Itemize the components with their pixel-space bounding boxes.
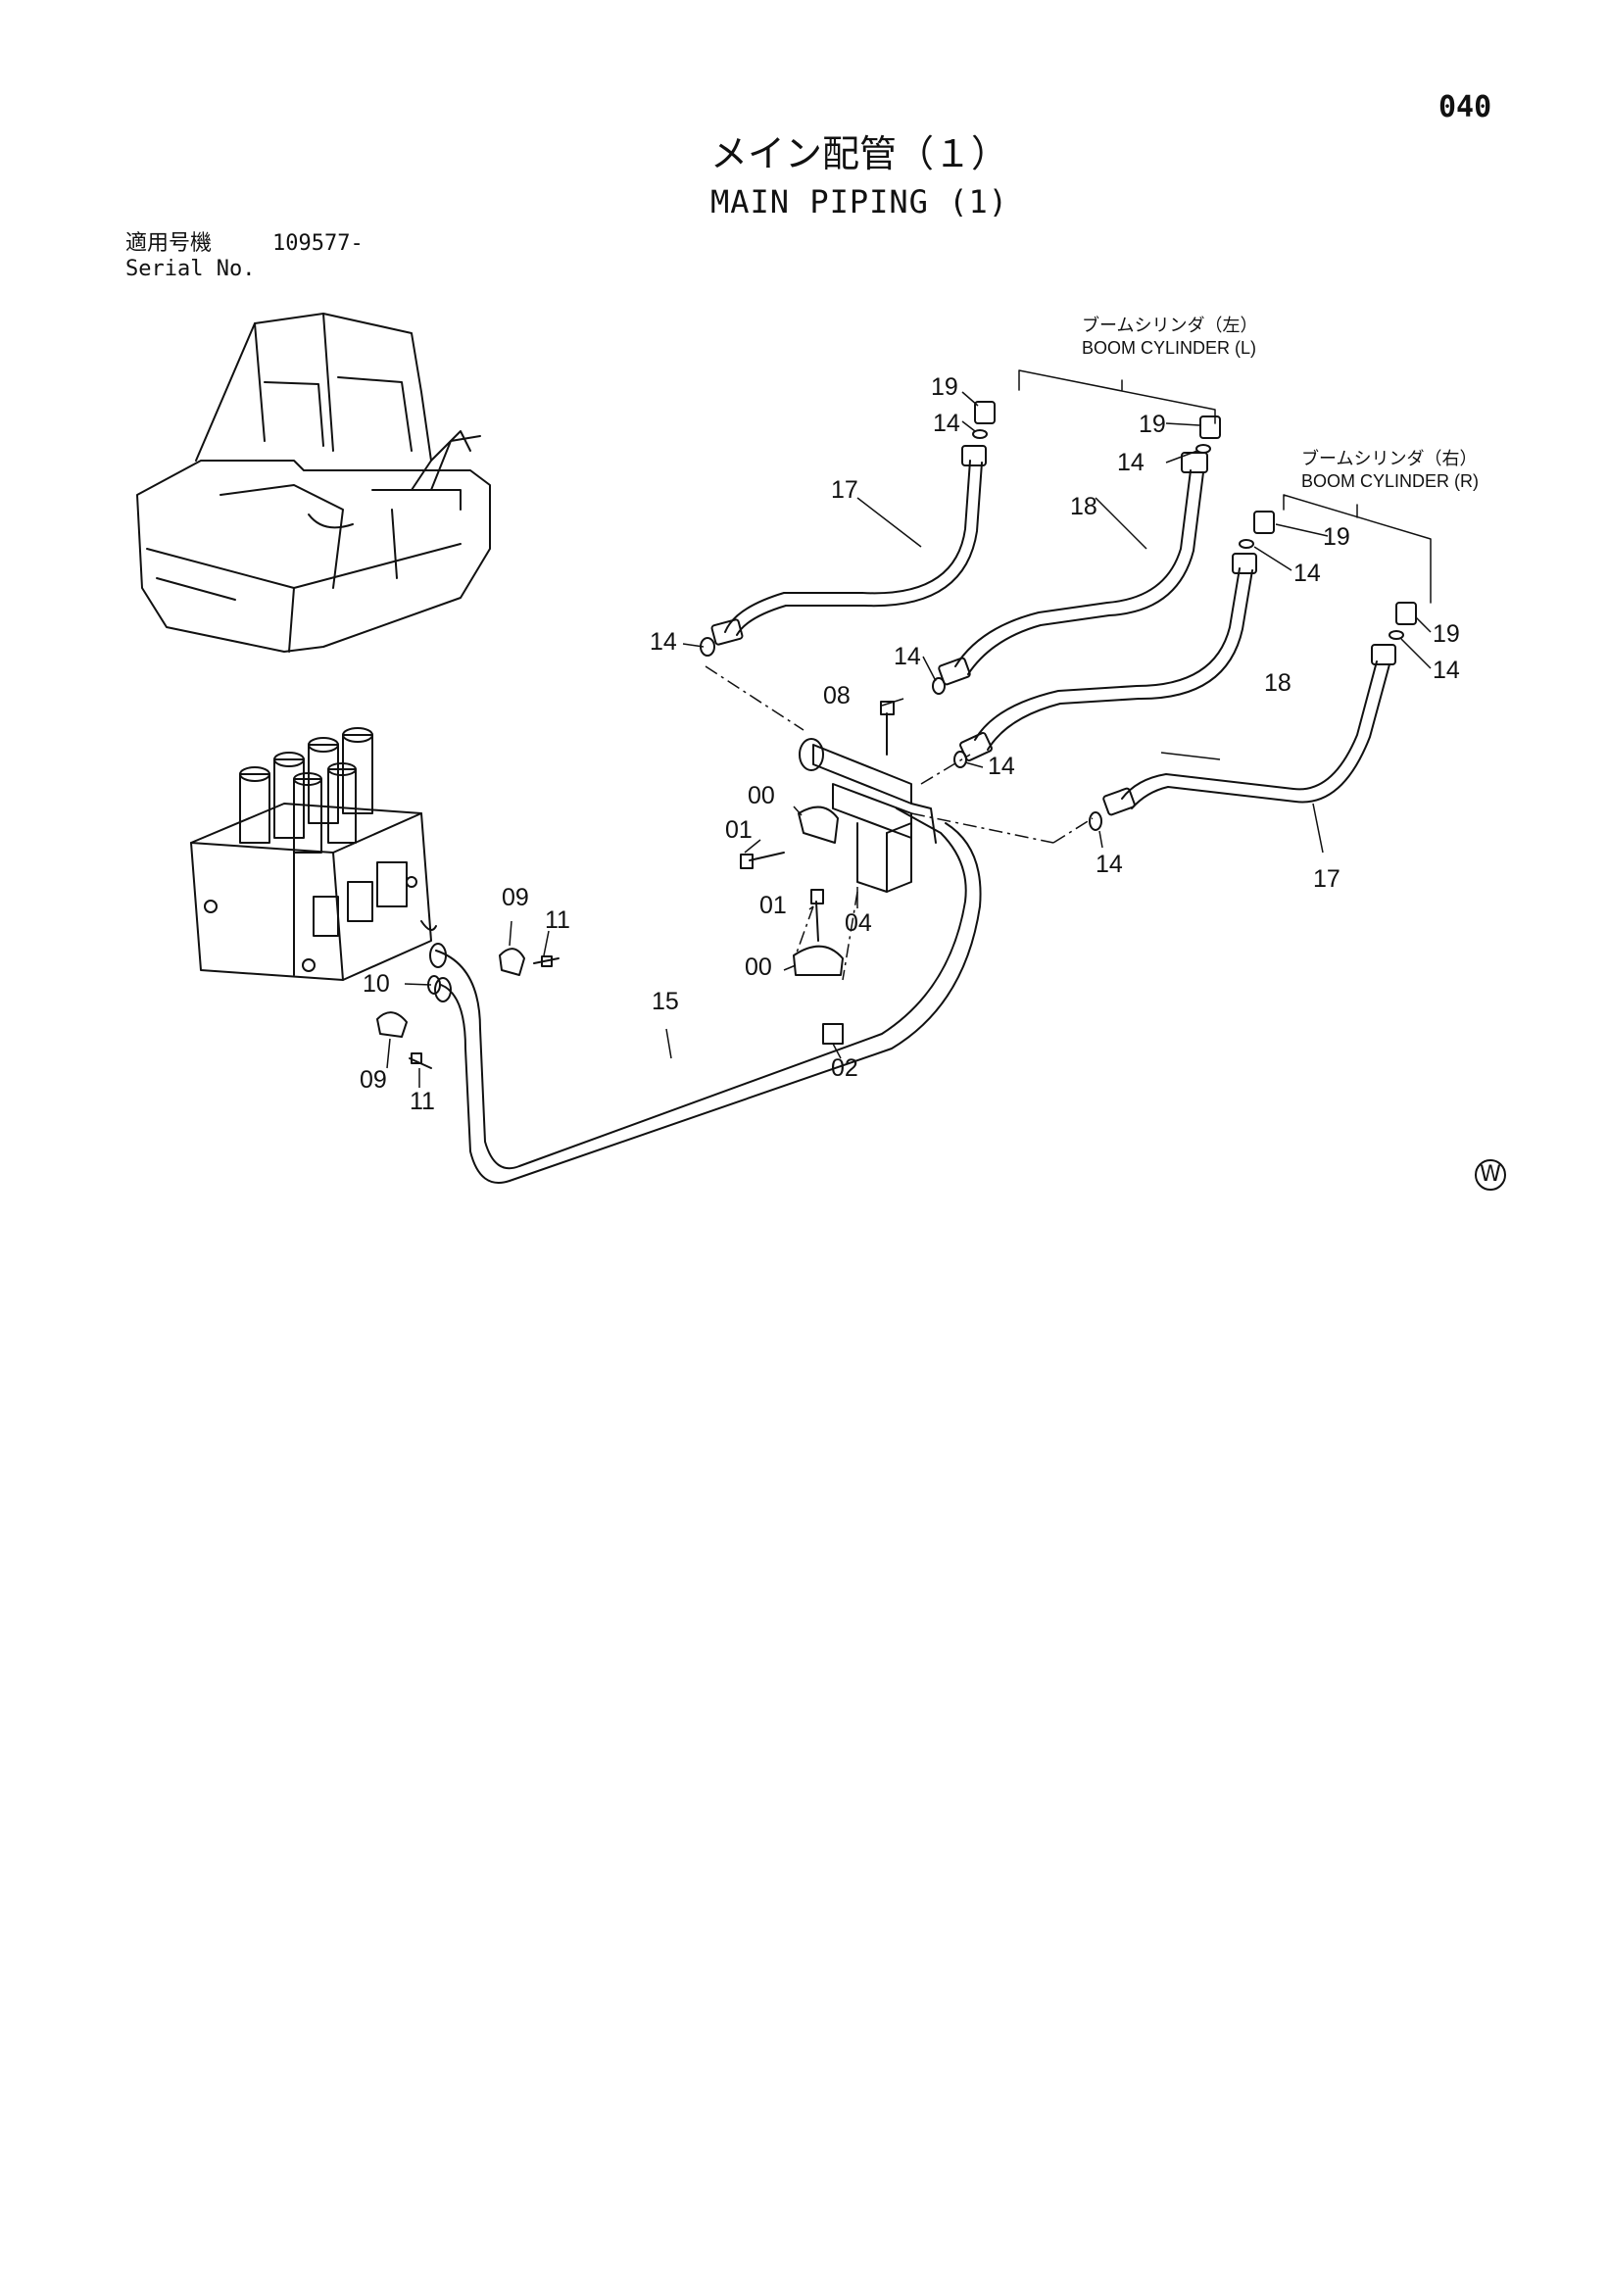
boom-cylinder-left-en: BOOM CYLINDER (L) xyxy=(1082,338,1257,358)
bolt-11-lower xyxy=(409,1052,432,1069)
adapter-19-l2 xyxy=(1199,415,1221,439)
part-label-14: 14 xyxy=(1096,851,1123,878)
boom-cylinder-right-en: BOOM CYLINDER (R) xyxy=(1301,471,1480,491)
part-label-14: 14 xyxy=(933,410,960,437)
boom-cylinder-right-jp: ブームシリンダ（右） xyxy=(1301,449,1478,468)
manifold-block-04 xyxy=(799,738,937,893)
fitting-17-left-top xyxy=(961,445,987,466)
boom-cylinder-left-jp: ブームシリンダ（左） xyxy=(1082,316,1258,335)
part-label-10: 10 xyxy=(363,970,390,998)
clamp-09-lower xyxy=(376,1011,408,1038)
fitting-18-left-bottom xyxy=(938,657,971,686)
part-label-00: 00 xyxy=(748,782,775,809)
adapter-19-r2 xyxy=(1395,602,1417,625)
adapter-19-r1 xyxy=(1253,511,1275,534)
control-valve-illustration xyxy=(190,727,437,981)
clamp-00-lower xyxy=(793,945,844,976)
part-label-00: 00 xyxy=(745,953,772,981)
part-label-14: 14 xyxy=(1433,657,1460,684)
title-english: MAIN PIPING (1) xyxy=(710,183,1008,220)
fitting-18-right-top xyxy=(1232,553,1257,574)
hose-17-left xyxy=(724,460,983,636)
fitting-17-right-bottom xyxy=(1102,787,1136,816)
excavator-overview-illustration xyxy=(136,313,491,653)
part-label-09: 09 xyxy=(502,884,529,911)
part-label-18: 18 xyxy=(1264,669,1291,697)
bolt-11-upper xyxy=(533,955,560,967)
part-label-14: 14 xyxy=(650,628,677,656)
clamp-00-upper xyxy=(798,806,839,844)
boom-cylinder-right-bracket xyxy=(1283,494,1432,604)
hose-17-right xyxy=(1121,660,1390,809)
serial-label-en: Serial No. xyxy=(125,257,256,281)
hose-18-left xyxy=(954,469,1204,675)
part-label-19: 19 xyxy=(931,373,958,401)
bolt-01-lower xyxy=(810,889,824,942)
part-label-18: 18 xyxy=(1070,493,1097,520)
bolt-01-upper xyxy=(740,852,785,869)
part-label-19: 19 xyxy=(1433,620,1460,648)
part-label-11: 11 xyxy=(545,906,570,934)
part-label-19: 19 xyxy=(1139,411,1166,438)
part-label-14: 14 xyxy=(1293,560,1321,587)
part-label-14: 14 xyxy=(894,643,921,670)
serial-value: 109577- xyxy=(272,231,364,256)
bracket-02 xyxy=(822,1023,844,1045)
fitting-17-right-top xyxy=(1371,644,1396,665)
part-label-15: 15 xyxy=(652,988,679,1015)
part-label-08: 08 xyxy=(823,682,851,709)
part-label-14: 14 xyxy=(988,753,1015,780)
part-label-17: 17 xyxy=(831,476,858,504)
page-number: 040 xyxy=(1438,90,1492,124)
boom-cylinder-left-bracket xyxy=(1018,369,1216,424)
part-label-14: 14 xyxy=(1117,449,1145,476)
part-label-02: 02 xyxy=(831,1054,858,1082)
part-label-11: 11 xyxy=(410,1088,435,1115)
serial-label-jp: 適用号機 xyxy=(125,231,213,256)
bolt-08 xyxy=(880,701,895,756)
fitting-18-left-top xyxy=(1181,452,1208,473)
hose-18-right xyxy=(974,567,1253,751)
leader-lines xyxy=(386,391,1432,1088)
main-pipe-15 xyxy=(429,807,982,1184)
manufacturer-w-mark: W xyxy=(1475,1159,1506,1191)
part-label-04: 04 xyxy=(845,909,872,937)
part-label-19: 19 xyxy=(1323,523,1350,551)
clamp-09-upper xyxy=(499,948,525,976)
part-label-17: 17 xyxy=(1313,865,1340,893)
adapter-19-l1 xyxy=(974,401,996,424)
o-ring-14 xyxy=(427,429,1404,995)
part-label-01: 01 xyxy=(759,892,787,919)
fitting-17-left-bottom xyxy=(710,618,744,646)
title-japanese: メイン配管（１） xyxy=(710,132,1009,175)
part-label-01: 01 xyxy=(725,816,753,844)
connection-lines xyxy=(705,665,1094,981)
part-label-09: 09 xyxy=(360,1066,387,1094)
